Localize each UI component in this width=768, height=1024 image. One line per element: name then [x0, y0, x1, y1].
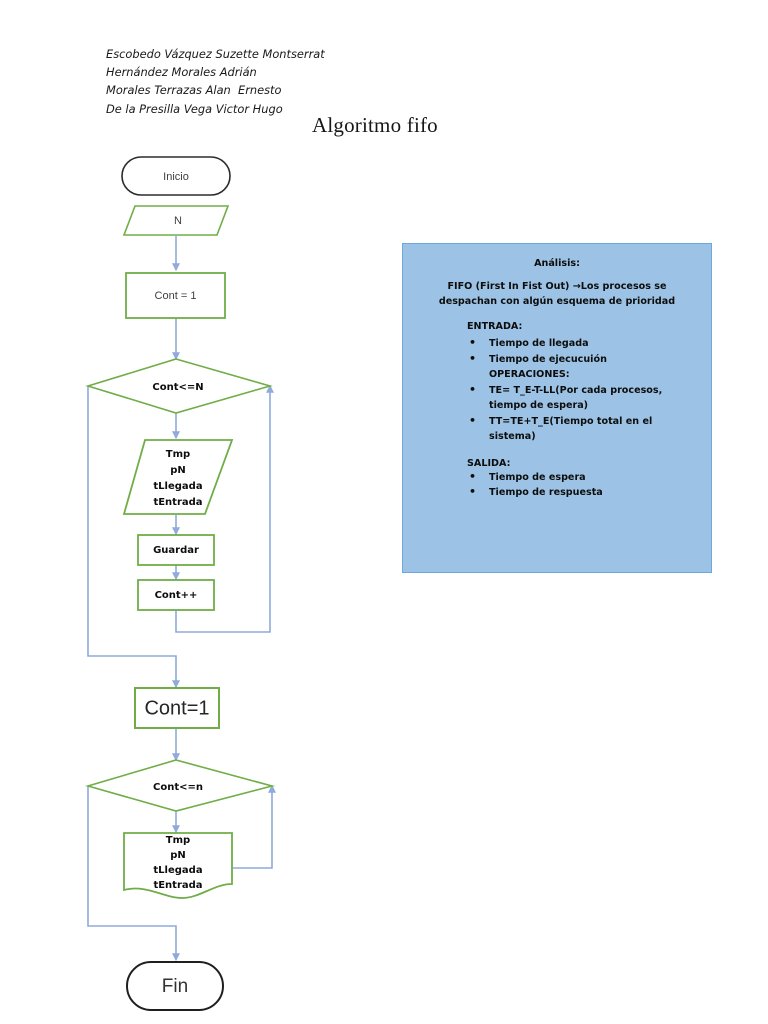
end-shape [126, 961, 224, 1011]
node-io-1[interactable]: Tmp pN tLlegada tEntrada [122, 439, 234, 515]
analysis-lead: FIFO (First In Fist Out) →Los procesos s… [438, 281, 676, 307]
guardar-label: Guardar [153, 545, 199, 556]
connector-decision1-exit-to-cont-reset [87, 386, 180, 689]
list-item: Tiempo de ejecucuión [467, 351, 699, 368]
list-item: Tiempo de respuesta [467, 484, 699, 501]
author-line-2: Hernández Morales Adrián [106, 65, 257, 80]
analysis-operaciones-heading: OPERACIONES: [489, 369, 570, 380]
io-2-shape [123, 832, 233, 899]
connector-group [87, 236, 276, 962]
list-item: Tiempo de espera [467, 469, 699, 486]
analysis-title: Análisis: [534, 258, 580, 269]
connector-loopback-2 [232, 784, 276, 869]
cont-init-label: Cont = 1 [155, 290, 197, 302]
analysis-entrada-heading: ENTRADA: [467, 321, 523, 332]
analysis-spacer [415, 447, 699, 458]
io-2-line-3: tLlegada [153, 865, 202, 876]
cont-reset-label: Cont=1 [144, 697, 209, 719]
node-start[interactable]: Inicio [121, 156, 231, 196]
author-line-3: Morales Terrazas Alan Ernesto [106, 83, 282, 98]
analysis-salida-heading: SALIDA: [467, 457, 511, 469]
start-shape [121, 156, 231, 196]
io-2-line-4: tEntrada [153, 880, 202, 891]
connector-decision2-exit-to-fin [87, 786, 180, 962]
analysis-entrada-list: Tiempo de llegada Tiempo de ejecucuión O… [415, 335, 699, 445]
analysis-salida-list: Tiempo de espera Tiempo de respuesta [415, 469, 699, 501]
author-line-4: De la Presilla Vega Victor Hugo [106, 101, 283, 116]
decision-2-shape [85, 759, 276, 812]
io-1-line-1: Tmp [166, 449, 190, 460]
node-decision-2[interactable]: Cont<=n [85, 759, 276, 812]
decision-1-label: Cont<=N [152, 382, 203, 393]
list-item: Tiempo de llegada [467, 335, 699, 352]
cont-increment-label: Cont++ [155, 590, 198, 601]
node-guardar[interactable]: Guardar [137, 534, 215, 566]
node-cont-reset[interactable]: Cont=1 [134, 687, 220, 729]
io-1-line-3: tLlegada [153, 481, 202, 492]
node-decision-1[interactable]: Cont<=N [85, 358, 273, 414]
node-input-n[interactable]: N [122, 205, 230, 236]
decision-1-shape [85, 358, 273, 414]
connector-loopback-1 [175, 384, 274, 633]
io-2-line-2: pN [170, 850, 186, 861]
node-cont-increment[interactable]: Cont++ [137, 579, 215, 611]
io-1-line-2: pN [170, 465, 186, 476]
node-io-2[interactable]: Tmp pN tLlegada tEntrada [123, 832, 233, 899]
end-label: Fin [162, 976, 188, 997]
io-1-line-4: tEntrada [153, 497, 202, 508]
list-item: TT=TE+T_E(Tiempo total en el sistema) [467, 413, 699, 445]
page-title: Algoritmo fifo [312, 113, 438, 137]
cont-init-shape [125, 272, 226, 319]
input-n-shape [122, 205, 230, 236]
io-1-shape [122, 439, 234, 515]
start-label: Inicio [163, 171, 189, 183]
author-line-1: Escobedo Vázquez Suzette Montserrat [106, 47, 325, 61]
node-cont-init[interactable]: Cont = 1 [125, 272, 226, 319]
decision-2-label: Cont<=n [153, 782, 203, 793]
input-n-label: N [174, 215, 182, 227]
cont-reset-shape [134, 687, 220, 729]
node-end[interactable]: Fin [126, 961, 224, 1011]
analysis-panel: Análisis: FIFO (First In Fist Out) →Los … [402, 243, 712, 573]
authors-block: Escobedo Vázquez Suzette Montserrat Hern… [106, 45, 426, 118]
guardar-shape [137, 534, 215, 566]
io-2-line-1: Tmp [166, 835, 190, 846]
cont-increment-shape [137, 579, 215, 611]
list-item: TE= T_E-T-LL(Por cada procesos, tiempo d… [467, 382, 699, 414]
